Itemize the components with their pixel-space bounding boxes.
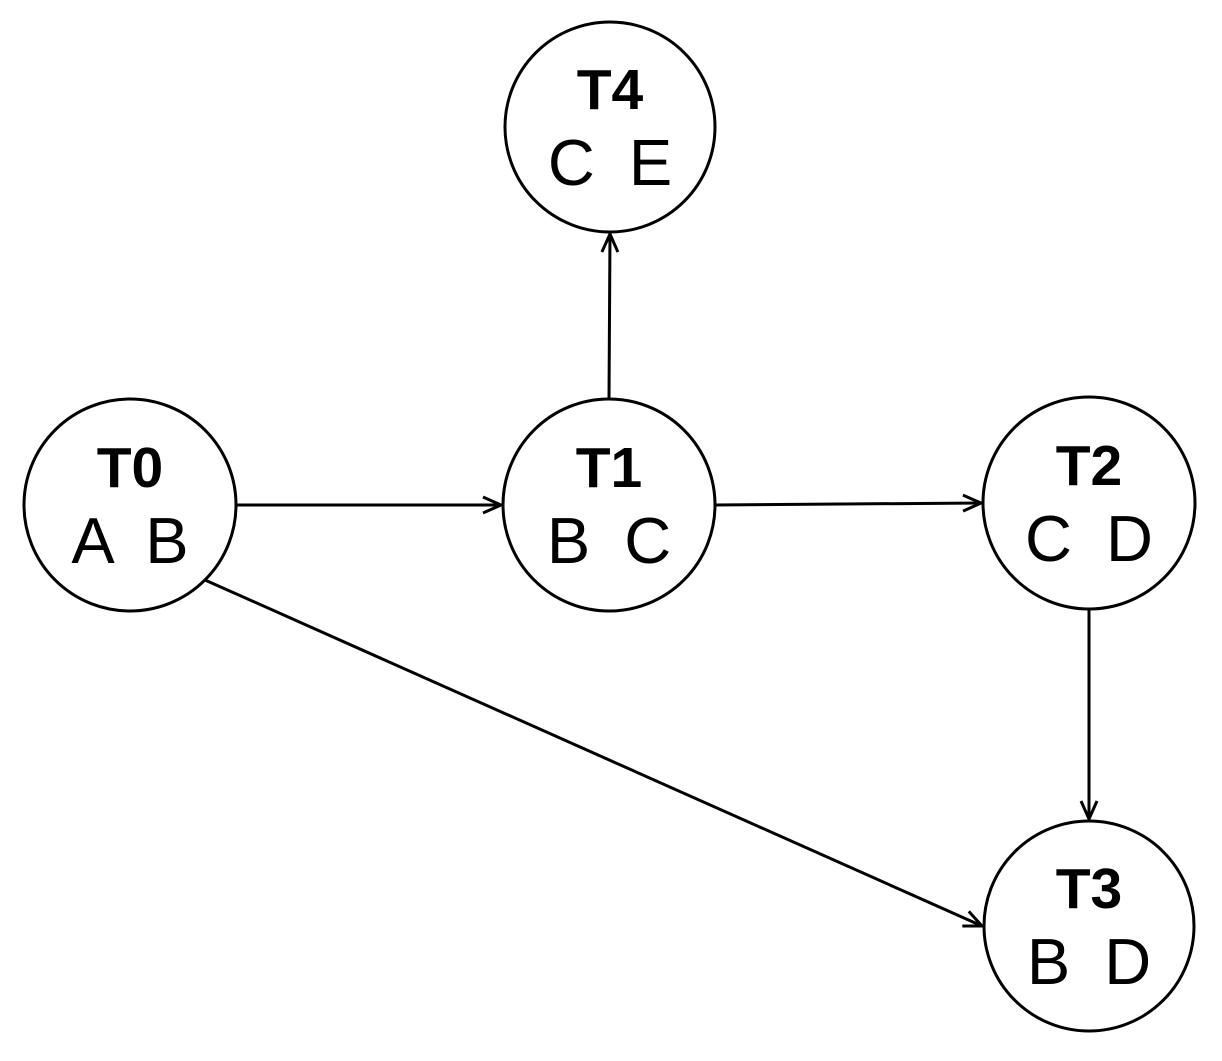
node-T0-title: T0 — [97, 436, 164, 500]
node-T4-circle — [503, 20, 717, 234]
node-T0-items: A B — [71, 504, 188, 577]
node-T3-title: T3 — [1056, 857, 1123, 921]
node-T3-items: B D — [1027, 925, 1151, 998]
nodes-layer: T0A B T1B C T2C D T3B D T4C E — [22, 20, 1197, 1033]
node-T4-items: C E — [548, 126, 672, 199]
node-T4-title: T4 — [577, 58, 644, 122]
edge-T1-to-T4 — [609, 234, 610, 400]
node-T1-items: B C — [547, 504, 671, 577]
edge-T1-to-T2 — [714, 503, 981, 505]
node-T3: T3B D — [982, 819, 1196, 1033]
node-T2-circle — [981, 395, 1197, 611]
node-T4: T4C E — [503, 20, 717, 234]
node-T0: T0A B — [22, 397, 238, 613]
edges-layer — [204, 234, 1089, 926]
node-T1-circle — [501, 397, 717, 613]
node-T2-title: T2 — [1056, 434, 1123, 498]
node-T3-circle — [982, 819, 1196, 1033]
node-T0-circle — [22, 397, 238, 613]
node-T2-items: C D — [1025, 502, 1153, 575]
node-T1-title: T1 — [576, 436, 643, 500]
node-T2: T2C D — [981, 395, 1197, 611]
node-T1: T1B C — [501, 397, 717, 613]
edge-T0-to-T3 — [204, 578, 982, 926]
